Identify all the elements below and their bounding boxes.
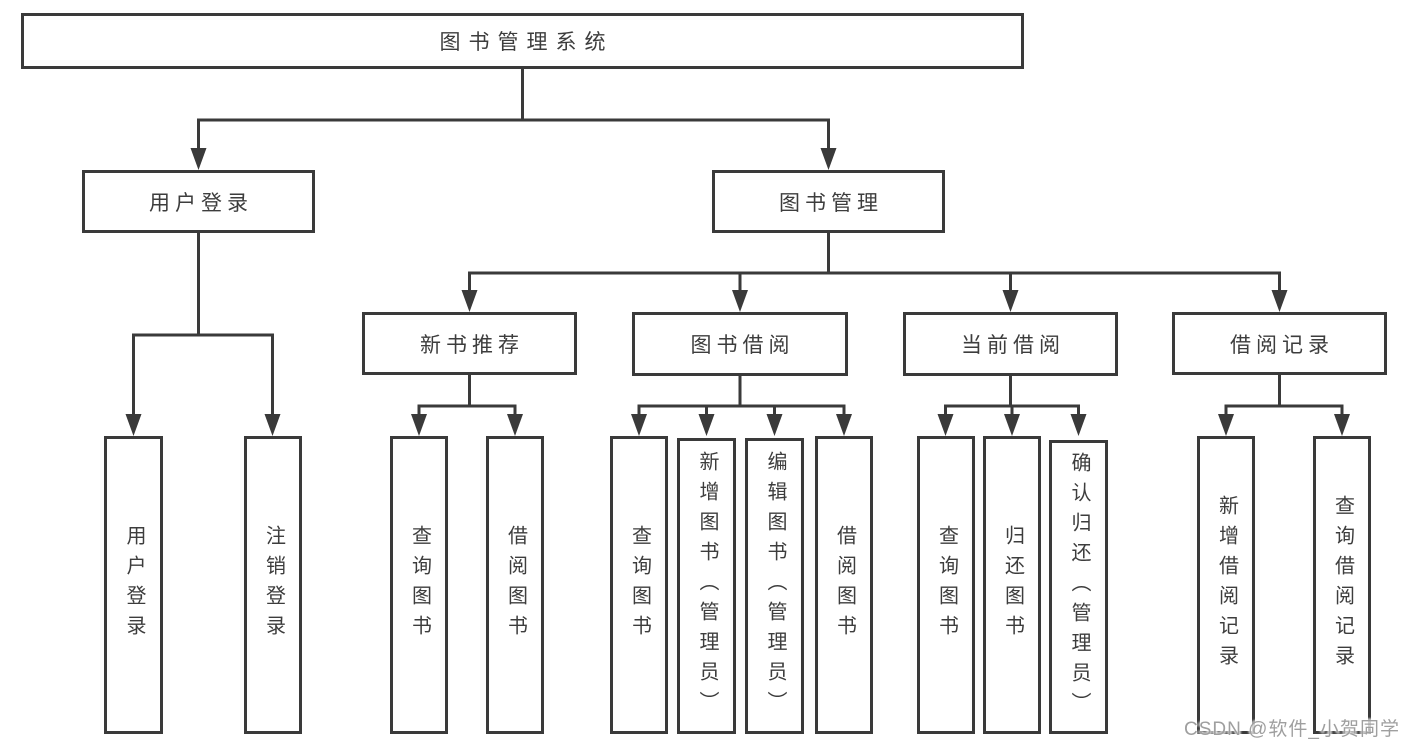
arrow-down-icon (1271, 290, 1288, 312)
connector-current-to-leaves (944, 375, 1080, 416)
node-borrow-records: 借阅记录 (1172, 312, 1387, 375)
connector-book-management-to-level3 (468, 233, 1281, 292)
arrow-down-icon (264, 414, 281, 436)
arrow-down-icon (461, 290, 478, 312)
leaf-current-return-books-label: 归还图书 (1001, 525, 1024, 645)
leaf-borrow-edit-books-admin: 编辑图书（管理员） (745, 438, 804, 734)
node-book-management: 图书管理 (712, 170, 945, 233)
node-root: 图书管理系统 (21, 13, 1024, 69)
arrow-down-icon (125, 414, 142, 436)
node-user-login-label: 用户登录 (149, 191, 253, 215)
node-new-book-recommend: 新书推荐 (362, 312, 577, 375)
node-borrow-records-label: 借阅记录 (1230, 333, 1334, 357)
leaf-recommend-query-books-label: 查询图书 (408, 525, 431, 645)
arrow-down-icon (1334, 414, 1350, 436)
leaf-borrow-query-books-label: 查询图书 (628, 525, 651, 645)
node-book-borrowing: 图书借阅 (632, 312, 848, 376)
arrow-down-icon (836, 414, 852, 436)
connector-borrowing-to-leaves (637, 375, 846, 416)
leaf-current-query-books: 查询图书 (917, 436, 975, 734)
leaf-borrow-borrow-books-label: 借阅图书 (833, 525, 856, 645)
leaf-recommend-borrow-books-label: 借阅图书 (504, 525, 527, 645)
node-new-book-recommend-label: 新书推荐 (420, 333, 524, 357)
leaf-borrow-edit-books-admin-label: 编辑图书（管理员） (764, 451, 786, 721)
arrow-down-icon (190, 148, 207, 170)
arrow-down-icon (1218, 414, 1234, 436)
leaf-logout: 注销登录 (244, 436, 302, 734)
arrow-down-icon (631, 414, 647, 436)
leaf-borrow-query-books: 查询图书 (610, 436, 668, 734)
leaf-recommend-borrow-books: 借阅图书 (486, 436, 544, 734)
arrow-down-icon (732, 290, 748, 312)
csdn-watermark: CSDN @软件_小贺同学 (1184, 719, 1400, 740)
leaf-record-add-record-label: 新增借阅记录 (1215, 495, 1238, 675)
arrow-down-icon (820, 148, 837, 170)
leaf-current-return-books: 归还图书 (983, 436, 1041, 734)
leaf-current-confirm-return-admin: 确认归还（管理员） (1049, 440, 1108, 734)
leaf-logout-label: 注销登录 (262, 525, 285, 645)
leaf-current-confirm-return-admin-label: 确认归还（管理员） (1068, 452, 1090, 722)
arrow-down-icon (766, 414, 783, 436)
arrow-down-icon (411, 414, 427, 436)
node-root-label: 图书管理系统 (439, 31, 614, 54)
connector-user-login-to-leaves (132, 233, 274, 416)
leaf-recommend-query-books: 查询图书 (390, 436, 448, 734)
leaf-borrow-add-books-admin: 新增图书（管理员） (677, 438, 736, 734)
node-current-borrowing: 当前借阅 (903, 312, 1118, 376)
connector-records-to-leaves (1224, 375, 1344, 416)
leaf-borrow-add-books-admin-label: 新增图书（管理员） (696, 451, 718, 721)
leaf-record-query-record-label: 查询借阅记录 (1331, 495, 1354, 675)
node-user-login: 用户登录 (82, 170, 315, 233)
leaf-borrow-borrow-books: 借阅图书 (815, 436, 873, 734)
arrow-down-icon (1004, 414, 1020, 436)
arrow-down-icon (507, 414, 523, 436)
arrowheads (125, 148, 1350, 436)
leaf-record-add-record: 新增借阅记录 (1197, 436, 1255, 734)
arrow-down-icon (1070, 414, 1087, 436)
node-book-borrowing-label: 图书借阅 (690, 334, 795, 357)
leaf-current-query-books-label: 查询图书 (935, 525, 958, 645)
node-current-borrowing-label: 当前借阅 (961, 334, 1065, 357)
connector-recommend-to-leaves (417, 375, 517, 416)
arrow-down-icon (1002, 290, 1019, 312)
arrow-down-icon (937, 414, 954, 436)
leaf-user-login: 用户登录 (104, 436, 163, 734)
connector-root-to-level2 (197, 69, 830, 150)
arrow-down-icon (698, 414, 715, 436)
leaf-user-login-label: 用户登录 (123, 525, 145, 645)
node-book-management-label: 图书管理 (779, 191, 883, 215)
leaf-record-query-record: 查询借阅记录 (1313, 436, 1371, 734)
